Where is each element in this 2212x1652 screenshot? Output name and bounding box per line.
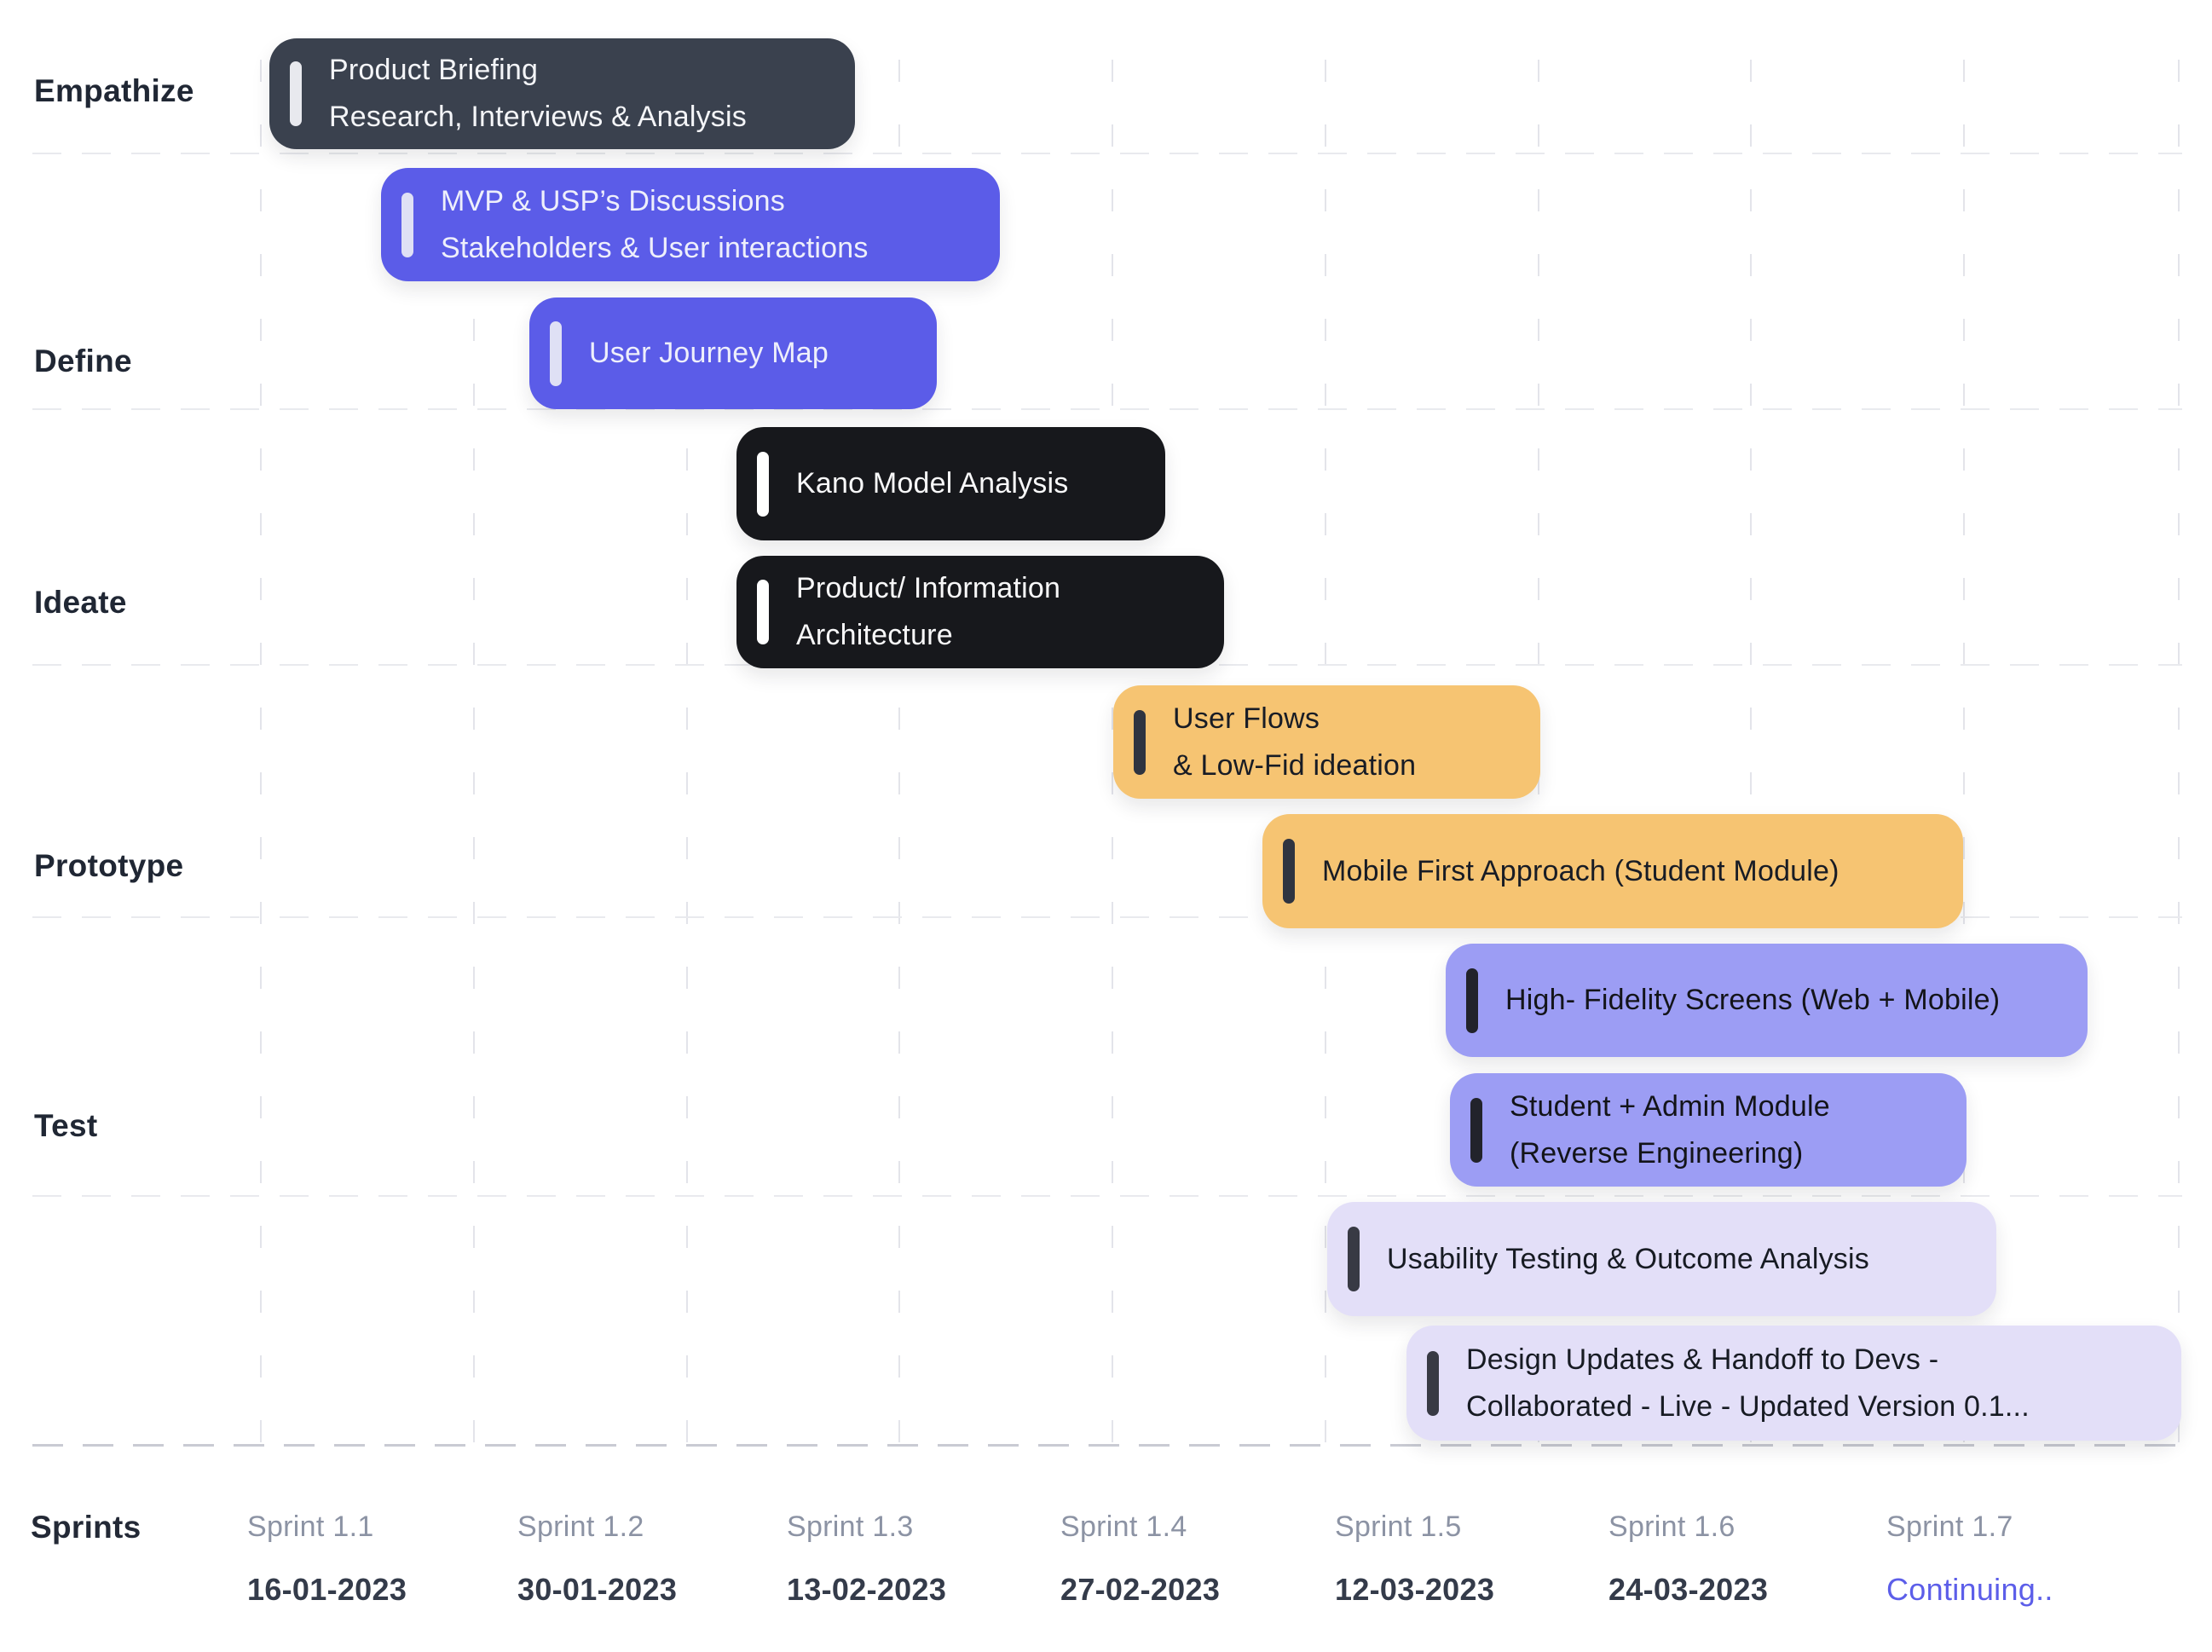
sprint-date: 16-01-2023 — [247, 1572, 407, 1607]
task-bar-label: Student + Admin Module(Reverse Engineeri… — [1510, 1089, 1830, 1170]
sprint-name: Sprint 1.1 — [247, 1510, 374, 1543]
phase-label-define: Define — [34, 344, 132, 378]
grid-vline — [2178, 60, 2180, 1445]
sprint-name: Sprint 1.2 — [517, 1510, 644, 1543]
drag-handle-icon — [1466, 968, 1478, 1033]
drag-handle-icon — [1470, 1097, 1482, 1163]
sprint-name: Sprint 1.3 — [787, 1510, 914, 1543]
grid-vline — [1963, 60, 1965, 1445]
task-bar-label: Mobile First Approach (Student Module) — [1322, 854, 1839, 887]
phase-label-empathize: Empathize — [34, 73, 194, 108]
sprints-axis-title: Sprints — [31, 1510, 141, 1545]
sprint-column-5: Sprint 1.5 12-03-2023 — [1335, 1510, 1494, 1608]
sprint-column-6: Sprint 1.6 24-03-2023 — [1608, 1510, 1768, 1608]
drag-handle-icon — [757, 451, 769, 517]
sprint-name: Sprint 1.6 — [1608, 1510, 1736, 1543]
grid-hline — [32, 153, 2182, 154]
grid-vline — [473, 60, 475, 1445]
drag-handle-icon — [1134, 709, 1146, 775]
grid-hline — [32, 408, 2182, 410]
task-bar-design-updates-handoff[interactable]: Design Updates & Handoff to Devs -Collab… — [1406, 1326, 2181, 1441]
grid-hline — [32, 916, 2182, 918]
grid-hline — [32, 1195, 2182, 1197]
drag-handle-icon — [290, 61, 302, 126]
sprint-date: 27-02-2023 — [1060, 1572, 1221, 1607]
sprint-column-3: Sprint 1.3 13-02-2023 — [787, 1510, 946, 1608]
phase-label-ideate: Ideate — [34, 585, 127, 620]
sprint-name: Sprint 1.4 — [1060, 1510, 1187, 1543]
task-bar-kano-model-analysis[interactable]: Kano Model Analysis — [736, 427, 1165, 540]
sprint-column-2: Sprint 1.2 30-01-2023 — [517, 1510, 677, 1608]
grid-vline — [260, 60, 262, 1445]
drag-handle-icon — [1283, 839, 1295, 904]
task-bar-user-flows-low-fid[interactable]: User Flows& Low-Fid ideation — [1113, 685, 1540, 799]
sprint-date: 12-03-2023 — [1335, 1572, 1495, 1607]
task-bar-user-journey-map[interactable]: User Journey Map — [529, 297, 937, 409]
drag-handle-icon — [550, 321, 562, 386]
grid-vline — [1112, 60, 1113, 1445]
sprint-date-continuing: Continuing.. — [1886, 1572, 2053, 1607]
sprint-date: 30-01-2023 — [517, 1572, 678, 1607]
task-bar-label: Design Updates & Handoff to Devs -Collab… — [1466, 1343, 2030, 1423]
task-bar-label: Kano Model Analysis — [796, 467, 1069, 500]
drag-handle-icon — [757, 580, 769, 644]
drag-handle-icon — [1427, 1350, 1439, 1416]
grid-vline — [898, 60, 900, 1445]
sprint-date: 13-02-2023 — [787, 1572, 947, 1607]
task-bar-label: User Flows& Low-Fid ideation — [1173, 702, 1417, 782]
sprint-name: Sprint 1.7 — [1886, 1510, 2013, 1543]
phase-label-test: Test — [34, 1108, 98, 1143]
task-bar-usability-testing[interactable]: Usability Testing & Outcome Analysis — [1327, 1202, 1996, 1316]
grid-vline — [1750, 60, 1752, 1445]
task-bar-label: User Journey Map — [589, 337, 829, 369]
axis-divider-line — [32, 1444, 2182, 1447]
sprint-column-1: Sprint 1.1 16-01-2023 — [247, 1510, 407, 1608]
task-bar-label: Usability Testing & Outcome Analysis — [1387, 1242, 1869, 1275]
drag-handle-icon — [401, 192, 413, 257]
task-bar-student-admin-module[interactable]: Student + Admin Module(Reverse Engineeri… — [1450, 1073, 1967, 1187]
task-bar-mobile-first-approach[interactable]: Mobile First Approach (Student Module) — [1262, 814, 1963, 928]
task-bar-high-fidelity-screens[interactable]: High- Fidelity Screens (Web + Mobile) — [1446, 944, 2088, 1057]
sprint-name: Sprint 1.5 — [1335, 1510, 1462, 1543]
grid-vline — [686, 60, 688, 1445]
phase-label-prototype: Prototype — [34, 848, 184, 883]
task-bar-label: High- Fidelity Screens (Web + Mobile) — [1505, 984, 2001, 1016]
drag-handle-icon — [1348, 1227, 1360, 1291]
sprint-column-4: Sprint 1.4 27-02-2023 — [1060, 1510, 1220, 1608]
sprint-date: 24-03-2023 — [1608, 1572, 1769, 1607]
